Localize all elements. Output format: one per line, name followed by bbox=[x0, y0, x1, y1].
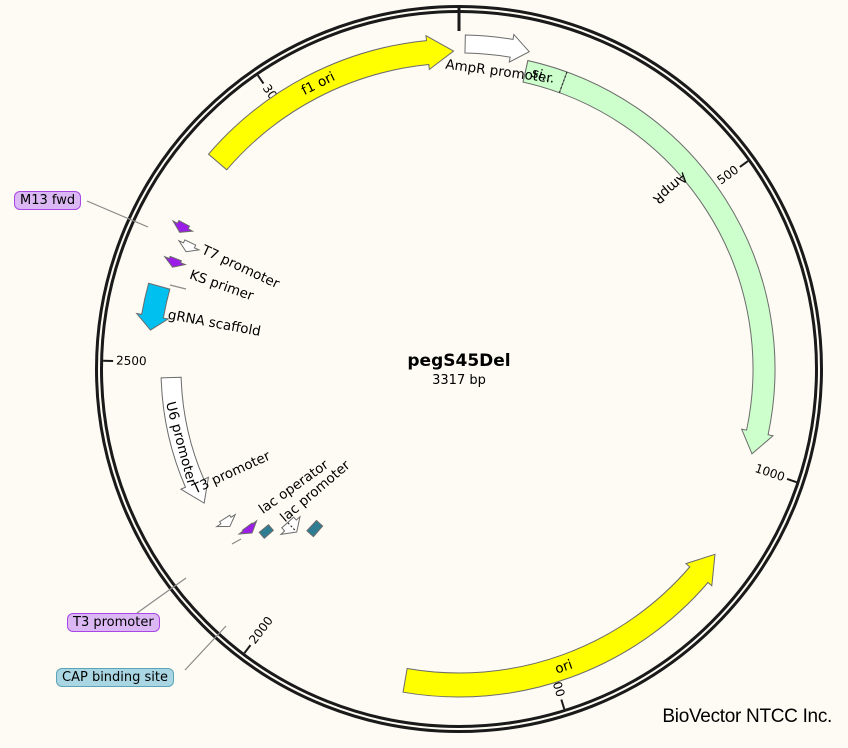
plasmid-backbone bbox=[95, 5, 823, 733]
brand-label: BioVector NTCC Inc. bbox=[662, 706, 832, 727]
feature-ampr-promoter[interactable] bbox=[464, 33, 531, 64]
feature-ampr[interactable] bbox=[522, 60, 776, 455]
callout-m13-rev[interactable]: T3 promoter bbox=[67, 613, 160, 632]
label-signal-seq: si... bbox=[530, 65, 557, 87]
feature-m13-rev[interactable] bbox=[237, 519, 258, 535]
feature-t7-promoter[interactable] bbox=[177, 239, 201, 253]
feature-lac-promoter[interactable] bbox=[279, 515, 301, 536]
leader-ks-primer bbox=[169, 284, 187, 290]
tick-mark bbox=[560, 699, 566, 710]
tick-mark bbox=[786, 478, 797, 484]
tick-mark bbox=[739, 160, 749, 168]
feature-ks-primer[interactable] bbox=[163, 255, 188, 268]
callout-m13-fwd[interactable]: M13 fwd bbox=[14, 191, 82, 210]
callout-leaders bbox=[86, 200, 242, 671]
label-u6-promoter: U6 promoter bbox=[162, 400, 200, 487]
feature-grna-scaffold[interactable] bbox=[135, 282, 171, 331]
feature-t3-promoter[interactable] bbox=[215, 513, 237, 528]
label-ampr: AmpR bbox=[650, 169, 691, 207]
tick-label: 2000 bbox=[246, 614, 276, 647]
lac-promoter-dots bbox=[287, 522, 296, 531]
label-t3-promoter: T3 promoter bbox=[189, 448, 273, 498]
leader-m13-rev bbox=[136, 577, 187, 614]
tick-mark bbox=[257, 74, 265, 85]
feature-m13-fwd[interactable] bbox=[171, 219, 195, 233]
feature-f1-ori[interactable] bbox=[207, 34, 455, 171]
leader-lac-operator bbox=[231, 538, 242, 545]
label-grna-scaffold: gRNA scaffold bbox=[167, 307, 263, 340]
feature-u6-promoter[interactable] bbox=[160, 376, 210, 504]
tick-label: 2500 bbox=[116, 354, 147, 369]
tick-label: 1000 bbox=[753, 461, 786, 484]
leader-m13-fwd bbox=[86, 200, 149, 228]
tick-label: 500 bbox=[714, 163, 741, 188]
features bbox=[135, 33, 776, 698]
feature-ori[interactable] bbox=[402, 553, 716, 698]
plasmid-length: 3317 bp bbox=[432, 373, 486, 388]
label-ori: ori bbox=[553, 657, 575, 678]
feature-cap-binding-site[interactable] bbox=[306, 519, 324, 538]
leader-cap-binding-site bbox=[184, 625, 227, 671]
tick-mark bbox=[243, 644, 252, 654]
feature-lac-operator[interactable] bbox=[258, 523, 275, 539]
callout-cap-binding-site[interactable]: CAP binding site bbox=[56, 668, 175, 687]
plasmid-name: pegS45Del bbox=[407, 351, 510, 371]
